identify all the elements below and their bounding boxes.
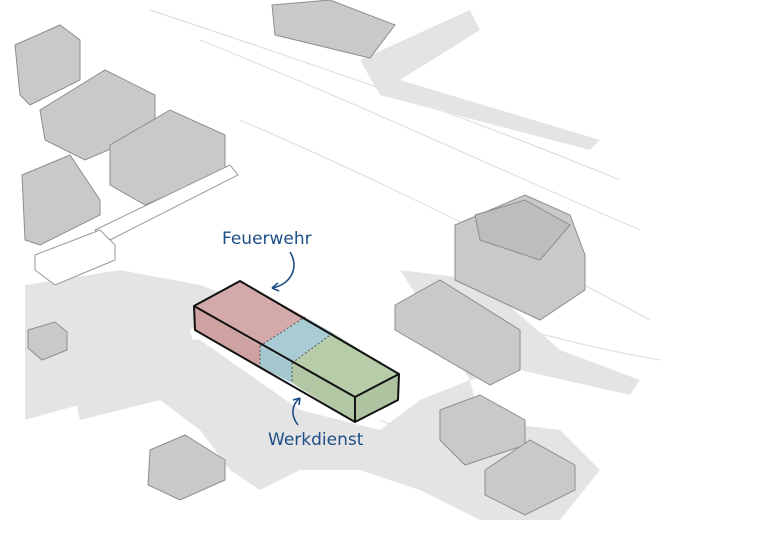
fire-department-roof <box>194 281 305 346</box>
feuerwehr-arrow-icon <box>271 251 295 289</box>
works-service-facade <box>292 363 355 422</box>
context-buildings <box>14 0 586 516</box>
werkdienst-label: Werkdienst <box>268 430 364 450</box>
werkdienst-arrow-icon <box>292 397 301 426</box>
works-service-end <box>355 374 399 422</box>
feuerwehr-label: Feuerwehr <box>222 229 312 249</box>
connector-facade <box>260 346 292 383</box>
fire-department-facade <box>194 306 260 367</box>
connector-roof <box>260 317 333 363</box>
new-building-volume <box>193 280 400 423</box>
works-service-roof <box>292 333 399 397</box>
